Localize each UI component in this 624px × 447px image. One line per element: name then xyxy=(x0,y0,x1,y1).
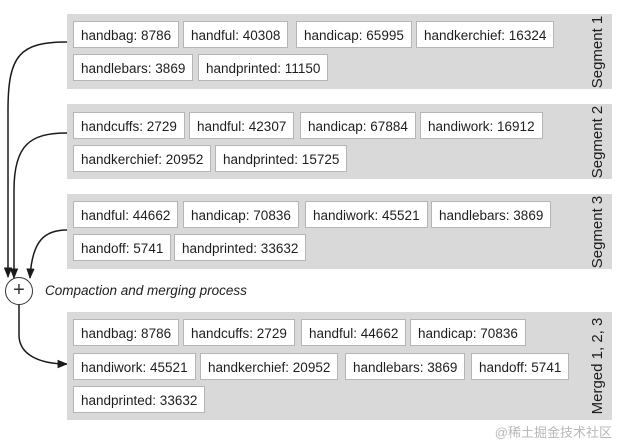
merged-label: Merged 1, 2, 3 xyxy=(589,317,606,415)
kv-entry: handoff: 5741 xyxy=(73,234,172,261)
kv-entry: handiwork: 16912 xyxy=(420,112,543,139)
merge-output-arrow xyxy=(18,305,69,369)
kv-entry: handlebars: 3869 xyxy=(345,353,466,380)
segment-3-arrow xyxy=(26,229,68,280)
kv-entry: handicap: 70836 xyxy=(410,319,526,346)
kv-entry: handkerchief: 20952 xyxy=(200,353,339,380)
kv-entry: handprinted: 11150 xyxy=(198,54,329,81)
kv-entry: handlebars: 3869 xyxy=(431,201,552,228)
kv-entry: handprinted: 15725 xyxy=(215,145,348,172)
kv-entry: handicap: 65995 xyxy=(296,21,412,48)
segment-3-panel: handful: 44662 handicap: 70836 handiwork… xyxy=(67,194,612,269)
watermark: @稀土掘金技术社区 xyxy=(494,425,612,440)
kv-entry: handcuffs: 2729 xyxy=(183,319,295,346)
kv-entry: handful: 40308 xyxy=(183,21,289,48)
kv-entry: handbag: 8786 xyxy=(73,319,180,346)
kv-entry: handiwork: 45521 xyxy=(73,353,196,380)
segment-2-arrow xyxy=(9,132,68,280)
kv-entry: handicap: 67884 xyxy=(300,112,416,139)
kv-entry: handful: 44662 xyxy=(301,319,407,346)
kv-entry: handoff: 5741 xyxy=(471,353,570,380)
kv-entry: handiwork: 45521 xyxy=(305,201,428,228)
process-label: Compaction and merging process xyxy=(45,283,247,298)
segment-3-label: Segment 3 xyxy=(589,195,606,269)
kv-entry: handcuffs: 2729 xyxy=(73,112,185,139)
merge-plus-icon: + xyxy=(5,277,33,305)
kv-entry: handkerchief: 16324 xyxy=(416,21,555,48)
kv-entry: handprinted: 33632 xyxy=(73,386,206,413)
kv-entry: handful: 44662 xyxy=(73,201,179,228)
kv-entry: handicap: 70836 xyxy=(183,201,299,228)
kv-entry: handbag: 8786 xyxy=(73,21,180,48)
merged-segment-panel: handbag: 8786 handcuffs: 2729 handful: 4… xyxy=(67,312,612,420)
kv-entry: handkerchief: 20952 xyxy=(73,145,212,172)
kv-entry: handlebars: 3869 xyxy=(73,54,194,81)
segment-1-arrow xyxy=(3,41,68,279)
segment-2-panel: handcuffs: 2729 handful: 42307 handicap:… xyxy=(67,104,612,179)
kv-entry: handful: 42307 xyxy=(189,112,295,139)
kv-entry: handprinted: 33632 xyxy=(174,234,307,261)
segment-1-panel: handbag: 8786 handful: 40308 handicap: 6… xyxy=(67,14,612,89)
